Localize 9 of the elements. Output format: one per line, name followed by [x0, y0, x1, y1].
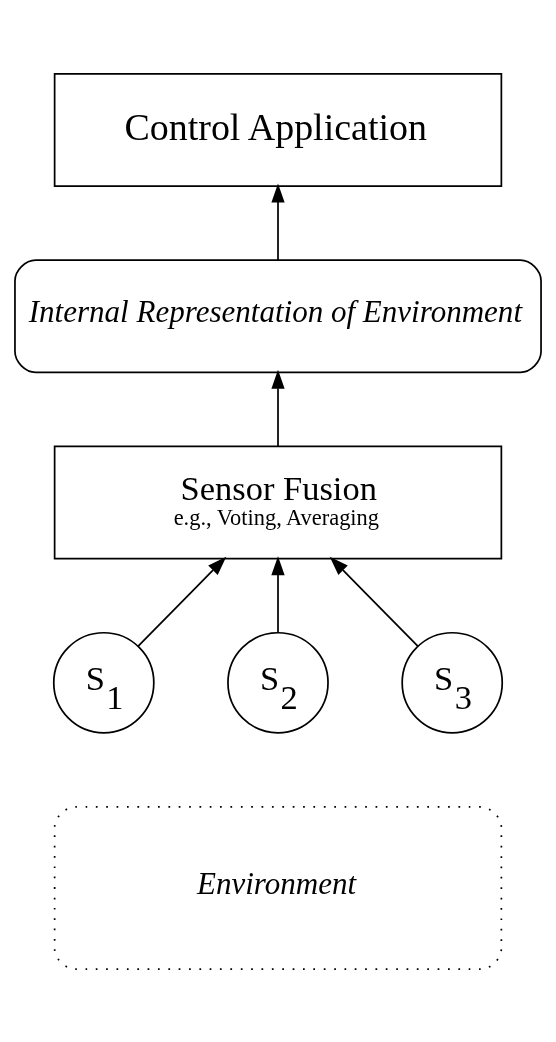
node-box: Environment — [53, 805, 503, 970]
arrow — [137, 556, 227, 647]
arrow — [271, 369, 285, 447]
node-box: Internal Representation of Environment — [14, 258, 542, 373]
node-box: Sensor Fusion e.g., Voting, Averaging — [53, 445, 503, 559]
arrow — [271, 183, 285, 261]
node-box: Control Application — [53, 72, 503, 187]
arrow — [271, 555, 285, 634]
arrow — [329, 556, 419, 647]
